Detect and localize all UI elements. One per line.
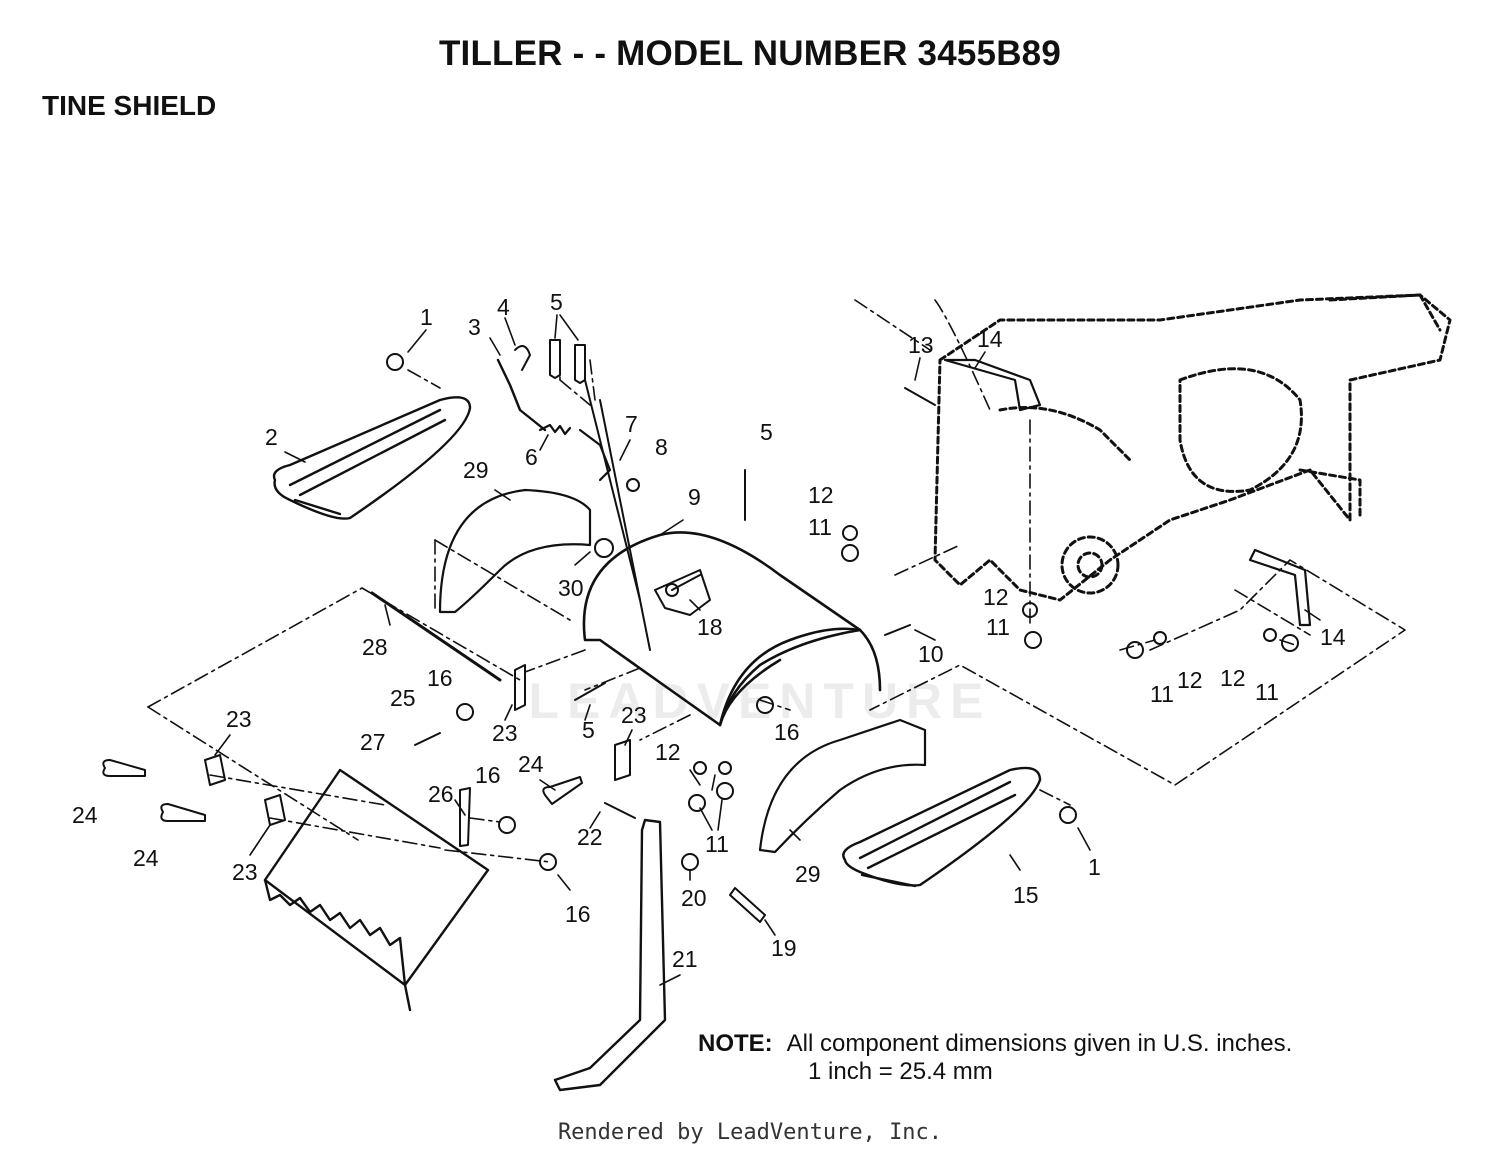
callout-12: 12 bbox=[983, 584, 1009, 610]
callout-12: 12 bbox=[808, 482, 834, 508]
callout-14: 14 bbox=[977, 326, 1003, 352]
callout-1: 1 bbox=[420, 304, 433, 330]
rod-28 bbox=[370, 591, 502, 682]
callout-29: 29 bbox=[795, 861, 821, 887]
callout-12: 12 bbox=[1177, 667, 1203, 693]
clip-4 bbox=[514, 345, 531, 371]
callout-8: 8 bbox=[655, 434, 668, 460]
callout-16: 16 bbox=[774, 719, 800, 745]
bracket-18 bbox=[654, 569, 711, 616]
callout-16: 16 bbox=[475, 762, 501, 788]
callout-28: 28 bbox=[362, 634, 388, 660]
nuts-washers bbox=[386, 353, 1299, 871]
callout-24: 24 bbox=[518, 751, 544, 777]
callout-11: 11 bbox=[1255, 679, 1279, 705]
page-title: TILLER - - MODEL NUMBER 3455B89 bbox=[438, 34, 1062, 73]
rod-3 bbox=[496, 358, 547, 432]
callout-23: 23 bbox=[621, 702, 647, 728]
callout-labels: 1 2 3 4 5 6 7 8 29 5 9 30 18 12 11 13 14… bbox=[72, 289, 1346, 972]
tiller-body-outline bbox=[933, 293, 1452, 602]
side-shield-left bbox=[272, 396, 472, 520]
callout-30: 30 bbox=[558, 575, 584, 601]
deflector-left bbox=[438, 488, 592, 614]
callout-27: 27 bbox=[360, 729, 386, 755]
note-line-2: 1 inch = 25.4 mm bbox=[808, 1058, 993, 1085]
callout-13: 13 bbox=[908, 332, 934, 358]
callout-23: 23 bbox=[492, 720, 518, 746]
callout-1: 1 bbox=[1088, 854, 1101, 880]
note-label: NOTE: bbox=[698, 1030, 773, 1057]
callout-2: 2 bbox=[265, 424, 278, 450]
assembly-lines bbox=[147, 299, 1406, 863]
callout-9: 9 bbox=[688, 484, 701, 510]
callout-14: 14 bbox=[1320, 624, 1346, 650]
spring-6 bbox=[538, 423, 572, 436]
deflector-right bbox=[758, 718, 927, 854]
callout-23: 23 bbox=[232, 859, 258, 885]
callout-22: 22 bbox=[577, 824, 603, 850]
callout-5: 5 bbox=[550, 289, 563, 315]
callout-11: 11 bbox=[705, 831, 729, 857]
side-shield-right bbox=[842, 766, 1042, 888]
callout-29: 29 bbox=[463, 457, 489, 483]
link-7 bbox=[578, 428, 612, 482]
callout-26: 26 bbox=[428, 781, 454, 807]
callout-12: 12 bbox=[1220, 665, 1246, 691]
bracket-14-right bbox=[1248, 548, 1312, 627]
footer-credit: Rendered by LeadVenture, Inc. bbox=[557, 1120, 943, 1145]
callout-20: 20 bbox=[681, 885, 707, 911]
pin-19 bbox=[729, 887, 766, 923]
bolt-group-top bbox=[549, 339, 651, 651]
callout-23: 23 bbox=[226, 706, 252, 732]
callout-11: 11 bbox=[1150, 681, 1174, 707]
callout-15: 15 bbox=[1013, 882, 1039, 908]
dimensions-note: NOTE: All component dimensions given in U… bbox=[698, 1030, 1292, 1086]
callout-21: 21 bbox=[672, 946, 698, 972]
section-title: TINE SHIELD bbox=[42, 90, 217, 121]
callout-24: 24 bbox=[72, 802, 98, 828]
callout-11: 11 bbox=[808, 514, 832, 540]
callout-25: 25 bbox=[390, 685, 416, 711]
note-line-1: All component dimensions given in U.S. i… bbox=[786, 1030, 1293, 1057]
clamps bbox=[204, 664, 631, 847]
callout-18: 18 bbox=[697, 614, 723, 640]
callout-3: 3 bbox=[468, 314, 481, 340]
callout-16: 16 bbox=[427, 665, 453, 691]
callout-7: 7 bbox=[625, 411, 638, 437]
rear-flap bbox=[263, 768, 490, 1012]
callout-5: 5 bbox=[582, 717, 595, 743]
callout-12: 12 bbox=[655, 739, 681, 765]
callout-4: 4 bbox=[497, 294, 510, 320]
main-tine-shield bbox=[582, 531, 882, 727]
callout-6: 6 bbox=[525, 444, 538, 470]
callout-10: 10 bbox=[918, 641, 944, 667]
callout-5: 5 bbox=[760, 419, 773, 445]
bolts bbox=[102, 387, 936, 822]
depth-stake bbox=[553, 818, 667, 1092]
callout-19: 19 bbox=[771, 935, 797, 961]
callout-11: 11 bbox=[986, 614, 1010, 640]
callout-24: 24 bbox=[133, 845, 159, 871]
leader-lines bbox=[214, 314, 1321, 986]
bracket-14-top bbox=[943, 358, 1042, 412]
callout-16: 16 bbox=[565, 901, 591, 927]
